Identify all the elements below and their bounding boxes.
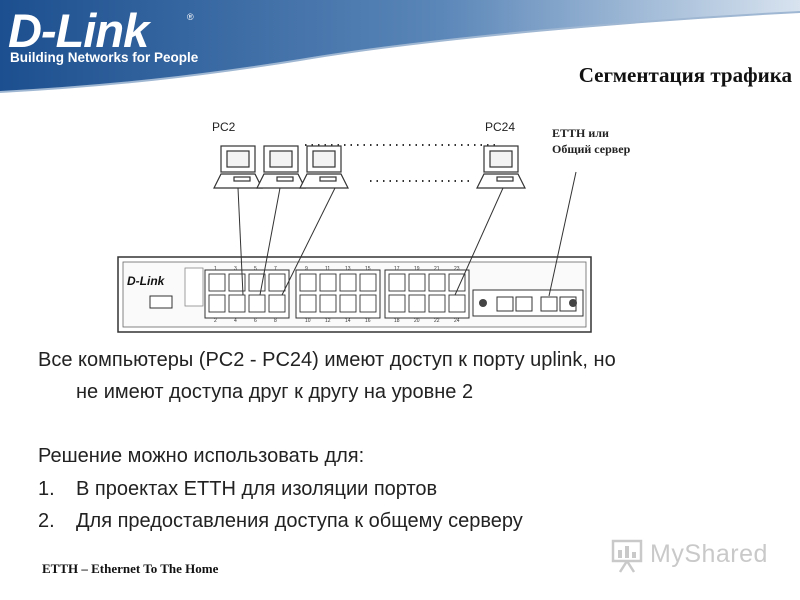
switch-port	[228, 273, 246, 292]
switch-port	[268, 273, 286, 292]
switch-port	[208, 294, 226, 313]
port-number-label: 18	[394, 318, 400, 324]
port-number-label: 9	[305, 266, 308, 272]
port-number-label: 10	[305, 318, 311, 324]
port-number-label: 24	[454, 318, 460, 324]
port-number-label: 21	[434, 266, 440, 272]
para1-line2: не имеют доступа друг к другу на уровне …	[76, 381, 474, 403]
server-label: ETTH или Общий сервер	[552, 125, 630, 157]
list-item-text: В проектах ETTH для изоляции портов	[76, 478, 438, 500]
list-item-text: Для предоставления доступа к общему серв…	[76, 510, 523, 532]
port-number-label: 20	[414, 318, 420, 324]
computer-icon	[213, 145, 263, 189]
computer-icon	[256, 145, 306, 189]
port-number-label: 17	[394, 266, 400, 272]
switch-port	[319, 273, 337, 292]
switch-port	[388, 294, 406, 313]
para2-heading: Решение можно использовать для:	[38, 445, 365, 467]
switch-port	[448, 294, 466, 313]
switch-port	[359, 273, 377, 292]
port-number-label: 15	[365, 266, 371, 272]
port-number-label: 19	[414, 266, 420, 272]
network-diagram: D-Link 123456789101112131415161718192021…	[117, 144, 592, 333]
para1-line1: Все компьютеры (PC2 - PC24) имеют доступ…	[38, 349, 616, 371]
switch-port	[359, 294, 377, 313]
port-number-label: 3	[234, 266, 237, 272]
port-number-label: 1	[214, 266, 217, 272]
switch-port	[408, 294, 426, 313]
switch-brand: D-Link	[127, 274, 166, 288]
port-number-label: 11	[325, 266, 330, 272]
port-number-label: 16	[365, 318, 371, 324]
list-item-number: 1.	[38, 478, 55, 500]
port-number-label: 2	[214, 318, 217, 324]
list-item-number: 2.	[38, 510, 55, 532]
port-number-label: 13	[345, 266, 351, 272]
connection-lines	[237, 171, 577, 297]
footnote: ETTH – Ethernet To The Home	[42, 561, 219, 576]
presentation-board-icon	[611, 539, 643, 573]
logo-tagline: Building Networks for People	[10, 50, 199, 65]
port-number-label: 22	[434, 318, 440, 324]
pc-group	[213, 145, 526, 189]
header-banner	[0, 0, 800, 93]
port-number-label: 5	[254, 266, 257, 272]
port-number-label: 4	[234, 318, 237, 324]
switch-port	[428, 294, 446, 313]
computer-icon	[476, 145, 526, 189]
pc2-label: PC2	[212, 120, 236, 134]
switch-port	[228, 294, 246, 313]
port-number-label: 14	[345, 318, 351, 324]
switch-port	[388, 273, 406, 292]
switch-port	[428, 273, 446, 292]
switch-port	[319, 294, 337, 313]
server-label-line1: ETTH или	[552, 126, 609, 140]
port-number-label: 7	[274, 266, 277, 272]
switch-port	[448, 273, 466, 292]
port-number-label: 8	[274, 318, 277, 324]
computer-icon	[299, 145, 349, 189]
switch-port	[268, 294, 286, 313]
switch-port	[408, 273, 426, 292]
port-number-label: 6	[254, 318, 257, 324]
dlink-logo: D-Link	[8, 4, 149, 57]
server-label-line2: Общий сервер	[552, 142, 631, 156]
switch-port	[208, 273, 226, 292]
switch-port	[339, 273, 357, 292]
switch-port	[248, 294, 266, 313]
port-number-label: 12	[325, 318, 331, 324]
registered-mark: ®	[187, 12, 194, 22]
switch-device: D-Link 123456789101112131415161718192021…	[117, 256, 592, 333]
pc24-label: PC24	[485, 120, 516, 134]
switch-port	[299, 273, 317, 292]
switch-port	[339, 294, 357, 313]
watermark-text: MyShared	[650, 540, 768, 568]
port-number-label: 23	[454, 266, 460, 272]
slide-title: Сегментация трафика	[578, 63, 792, 87]
switch-port	[299, 294, 317, 313]
switch-port	[248, 273, 266, 292]
